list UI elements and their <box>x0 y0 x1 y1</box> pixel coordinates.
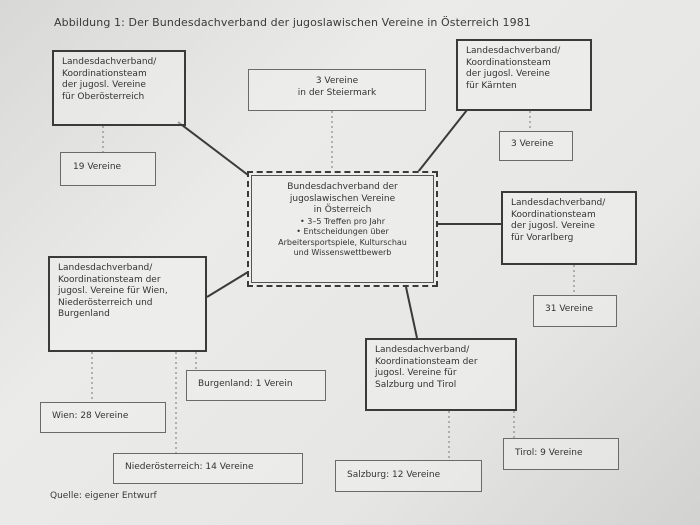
box-oberoesterreich: Landesdachverband/ Koordinationsteam der… <box>52 50 186 126</box>
count-text: 19 Vereine <box>73 162 122 172</box>
count-text: 31 Vereine <box>545 304 594 314</box>
box-wien-noe-burgenland: Landesdachverband/ Koordinationsteam der… <box>48 256 207 352</box>
box-line: für Kärnten <box>466 80 517 91</box>
box-kaernten: Landesdachverband/ Koordinationsteam der… <box>456 39 592 111</box>
count-oberoesterreich: 19 Vereine <box>60 152 156 186</box>
count-text: Tirol: 9 Vereine <box>515 448 583 458</box>
box-line: Landesdachverband/ <box>62 57 157 67</box>
count-burgenland: Burgenland: 1 Verein <box>186 370 326 401</box>
count-line: in der Steiermark <box>297 87 377 98</box>
central-bullet-4: und Wissenswettbewerb <box>293 248 392 257</box>
figure-caption: Abbildung 1: Der Bundesdachverband der j… <box>54 16 531 29</box>
box-line: der jugosl. Vereine <box>511 221 595 231</box>
box-line: der jugosl. Vereine <box>62 80 146 90</box>
box-line: Koordinationsteam der <box>375 356 478 367</box>
central-line-1: Bundesdachverband der <box>287 182 398 192</box>
box-line: Koordinationsteam <box>466 57 551 68</box>
count-wien: Wien: 28 Vereine <box>40 402 166 433</box>
count-niederoesterreich: Niederösterreich: 14 Vereine <box>113 453 303 484</box>
count-text: Wien: 28 Vereine <box>52 411 129 421</box>
connector-wien <box>206 271 249 298</box>
box-line: Landesdachverband/ <box>58 263 153 273</box>
connector-salzburg <box>405 286 418 339</box>
box-line: jugosl. Vereine für <box>375 368 457 378</box>
connector-kaernten <box>417 109 468 173</box>
box-line: der jugosl. Vereine <box>466 69 550 79</box>
count-text: Salzburg: 12 Vereine <box>347 470 441 480</box>
box-line: Landesdachverband/ <box>375 345 470 355</box>
count-line: 3 Vereine <box>315 76 359 86</box>
count-salzburg: Salzburg: 12 Vereine <box>335 460 482 492</box>
central-bullet-2: • Entscheidungen über <box>296 227 389 236</box>
box-line: für Vorarlberg <box>511 232 574 243</box>
central-line-2: jugoslawischen Vereine <box>289 193 396 204</box>
central-bullet-1: • 3–5 Treffen pro Jahr <box>299 216 386 226</box>
box-line: Koordinationsteam <box>511 209 596 220</box>
box-line: Koordinationsteam der <box>58 274 161 285</box>
box-salzburg-tirol: Landesdachverband/ Koordinationsteam der… <box>365 338 517 411</box>
count-text: Burgenland: 1 Verein <box>198 379 293 389</box>
count-text: Niederösterreich: 14 Vereine <box>125 462 254 472</box>
box-line: Niederösterreich und <box>58 297 153 308</box>
box-line: für Oberösterreich <box>62 91 145 102</box>
source-note: Quelle: eigener Entwurf <box>50 491 157 501</box>
box-line: Landesdachverband/ <box>466 46 561 56</box>
central-bundesdachverband-box: Bundesdachverband der jugoslawischen Ver… <box>247 171 438 287</box>
box-line: jugosl. Vereine für Wien, <box>58 286 168 296</box>
central-bullet-3: Arbeitersportspiele, Kulturschau <box>278 237 407 247</box>
count-tirol: Tirol: 9 Vereine <box>503 438 619 470</box>
count-kaernten: 3 Vereine <box>499 131 573 161</box>
count-steiermark: 3 Vereine in der Steiermark <box>248 69 426 111</box>
box-line: Landesdachverband/ <box>511 198 606 208</box>
box-line: Salzburg und Tirol <box>375 379 457 390</box>
count-vorarlberg: 31 Vereine <box>533 295 617 327</box>
connector-ooe <box>177 121 249 176</box>
central-line-3: in Österreich <box>313 205 372 215</box>
box-line: Koordinationsteam <box>62 68 147 79</box>
count-text: 3 Vereine <box>511 139 554 149</box>
box-line: Burgenland <box>58 309 110 319</box>
box-vorarlberg: Landesdachverband/ Koordinationsteam der… <box>501 191 637 265</box>
